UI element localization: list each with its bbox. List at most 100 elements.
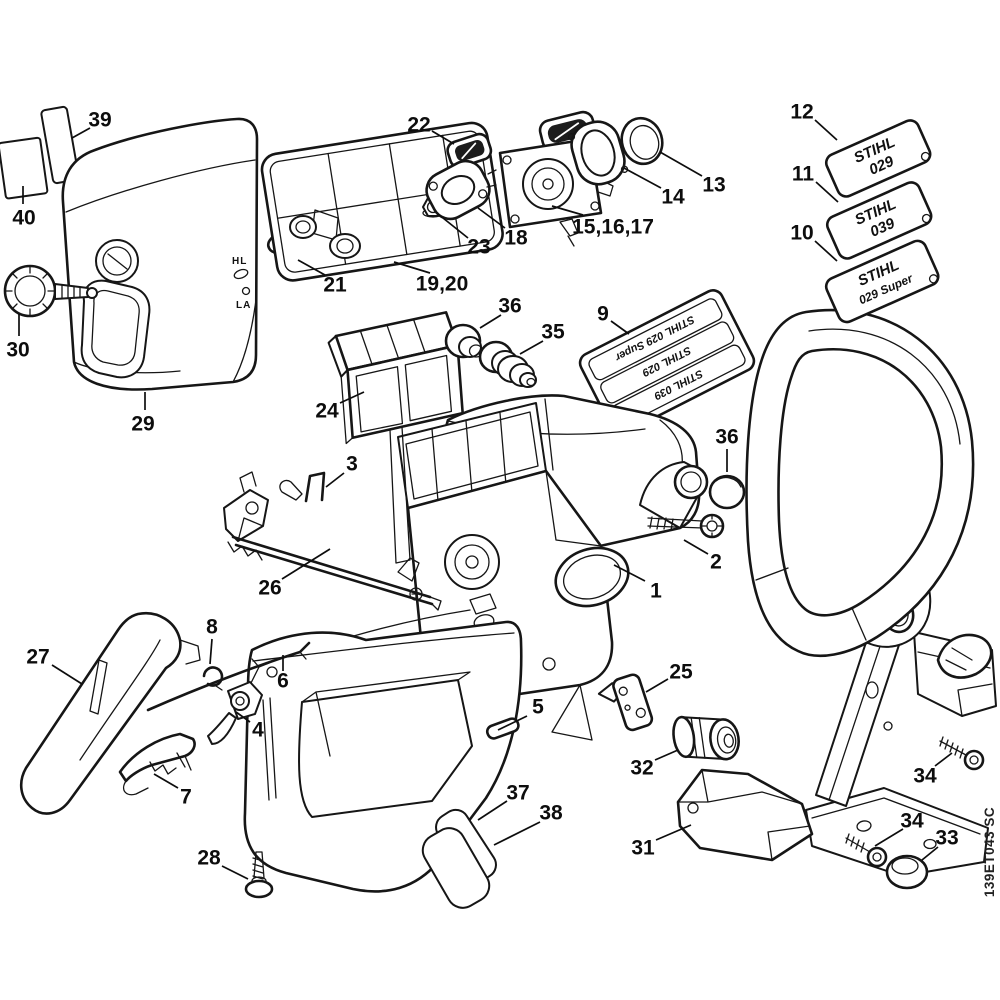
callout-31: 31 [631,837,655,860]
part-30-twist-lock-drawing [3,264,98,318]
leader-line-23 [437,213,469,239]
callout-39: 39 [88,109,111,132]
leader-line-34 [874,828,904,847]
callout-37: 37 [506,782,529,805]
leader-line-2 [683,539,709,555]
callout-23: 23 [467,236,490,259]
part-14-gasket-drawing [567,120,629,186]
callout-36: 36 [715,426,738,449]
callout-8: 8 [206,616,218,639]
part-31-bracket-drawing [676,768,814,862]
callout-34: 34 [913,765,937,788]
part-29-cylinder-cover-drawing: HL LA [61,117,259,391]
leader-line-8 [209,638,213,665]
callout-18: 18 [504,227,528,250]
filter-ports-drawing [289,209,361,259]
part-6-rod-drawing [146,641,311,712]
callout-9: 9 [597,303,609,326]
part-19-20-air-filter-drawing [260,121,504,282]
part-4-throttle-trigger-drawing [207,658,270,745]
leader-line-22 [431,130,455,145]
callout-13: 13 [702,174,725,197]
callout-27: 27 [26,646,49,669]
part-26-throttle-rod-drawing [223,471,442,611]
leader-line-36 [479,314,502,329]
leader-line-4 [235,711,251,723]
callout-15-16-17: 15,16,17 [572,216,654,239]
callout-6: 6 [277,670,289,693]
callout-33: 33 [935,827,958,850]
callout-12: 12 [790,101,813,124]
callout-1: 1 [650,580,662,603]
part-36-plug-drawing [708,474,746,510]
page-code: 139ET043 SC [982,807,997,897]
leader-line-31 [655,824,692,841]
part-32-buffer-drawing [672,715,740,761]
leader-line-33 [921,846,939,861]
part-22-choke-shutter-drawing [446,132,493,169]
part-8-clip-drawing [202,666,224,691]
callout-22: 22 [407,114,430,137]
part-2-screw-drawing [647,513,725,539]
callout-29: 29 [131,413,154,436]
leader-line-3 [325,472,345,488]
leader-line-15-16-17 [551,205,584,216]
leader-line-10 [814,240,838,262]
leader-line-7 [153,773,179,789]
callout-4: 4 [252,719,264,742]
leader-line-26 [281,548,331,580]
leader-line-21 [297,259,326,276]
leader-line-9 [610,320,630,335]
leader-line-38 [493,821,541,846]
leader-line-11 [815,181,839,203]
leader-line-1 [613,564,646,582]
callout-35: 35 [541,321,565,344]
leader-line-13 [659,151,703,177]
part-25-switch-contact-drawing [597,673,654,732]
leader-line-24 [339,391,365,404]
callout-36: 36 [498,295,521,318]
callout-21: 21 [323,274,347,297]
leader-line-12 [814,119,838,141]
callout-10: 10 [790,222,813,245]
part-34-screw-lower-drawing [845,833,888,868]
part-35-boot-drawing [478,340,537,388]
callout-26: 26 [258,577,281,600]
leader-line-35 [519,340,544,355]
leader-line-37 [477,800,508,821]
callout-24: 24 [315,400,339,423]
leader-line-25 [645,678,669,693]
leader-line-18 [477,207,506,229]
leader-line-5 [497,715,528,731]
leader-line-14 [623,167,662,189]
cover-marking-la: LA [236,300,251,311]
callout-3: 3 [346,453,358,476]
callout-11: 11 [792,163,815,186]
handlebar-drawing [745,308,975,658]
part-18-gasket-drawing [425,159,491,221]
part-34-screw-upper-drawing [939,736,985,771]
part-28-screw-drawing [244,851,274,899]
callout-30: 30 [6,339,29,362]
av-clip-drawing [936,633,993,679]
callout-7: 7 [180,786,192,809]
callout-14: 14 [661,186,685,209]
leader-line-27 [51,664,83,685]
callout-40: 40 [12,207,35,230]
callout-38: 38 [539,802,563,825]
leader-line-32 [654,749,679,761]
leader-line-39 [71,127,91,139]
callout-19-20: 19,20 [416,273,469,296]
part-38-grip-pad-drawing [421,827,491,909]
callout-25: 25 [669,661,693,684]
leader-line-19-20 [393,261,431,274]
part-33-cap-drawing [885,854,929,890]
callout-5: 5 [532,696,544,719]
cover-marking-hl: HL [232,256,247,267]
leader-line-28 [221,865,249,880]
leader-line-34 [934,752,953,767]
callout-32: 32 [630,757,653,780]
